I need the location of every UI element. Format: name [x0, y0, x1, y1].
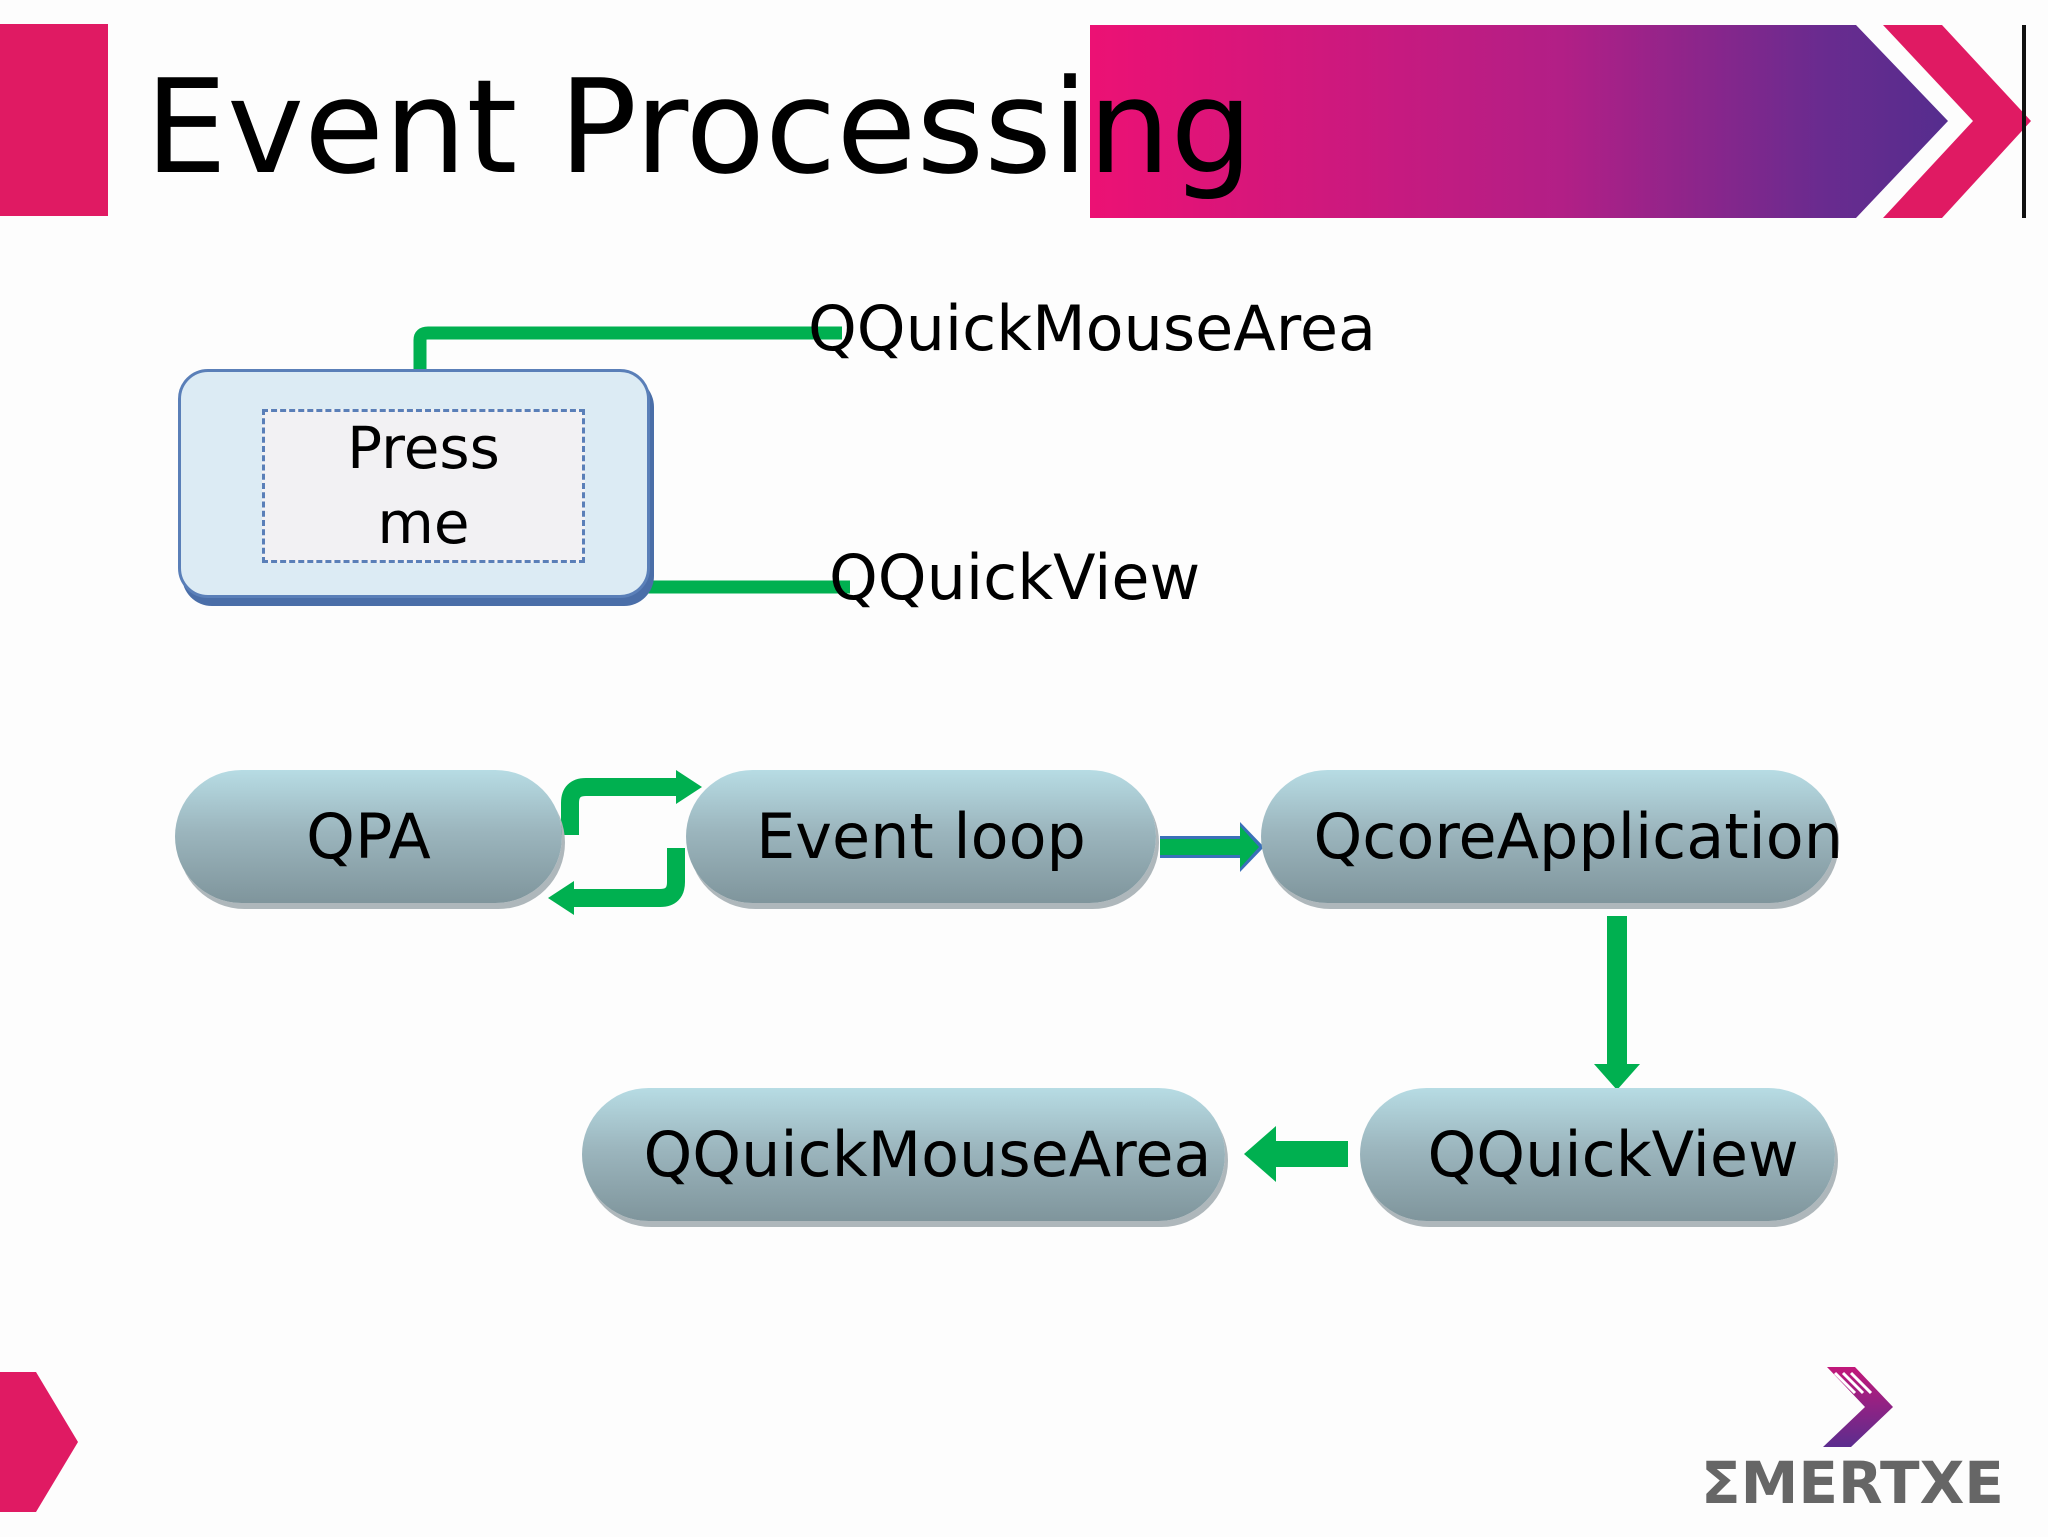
callout-mouse-area: QQuickMouseArea: [808, 292, 1376, 365]
node-quick-mouse-area-label: QQuickMouseArea: [643, 1117, 1212, 1191]
node-event-loop-label: Event loop: [756, 799, 1086, 873]
slide-title: Event Processing: [145, 51, 1253, 203]
node-quick-view: QQuickView: [1360, 1088, 1835, 1221]
arrow-core-to-view: [1594, 916, 1640, 1090]
node-event-loop: Event loop: [686, 770, 1156, 903]
node-qpa: QPA: [175, 770, 562, 903]
callout-quick-view: QQuickView: [829, 541, 1201, 614]
node-qpa-label: QPA: [306, 799, 431, 873]
left-accent-bar: [0, 24, 108, 216]
node-quick-view-label: QQuickView: [1427, 1117, 1799, 1191]
bottom-chevron-decoration: [0, 1372, 78, 1512]
press-me-button: Press me: [262, 409, 585, 563]
logo-wordmark: ΣMERTXE: [1701, 1449, 2004, 1510]
press-me-label: Press me: [347, 413, 500, 557]
node-quick-mouse-area: QQuickMouseArea: [582, 1088, 1225, 1221]
emertxe-logo: ΣMERTXE: [1701, 1367, 2004, 1510]
cycle-arrows: [548, 770, 702, 915]
node-core-application-label: QcoreApplication: [1313, 799, 1844, 873]
node-core-application: QcoreApplication: [1261, 770, 1844, 903]
title-banner: [1090, 25, 2031, 218]
arrow-loop-to-core: [1160, 822, 1264, 872]
arrow-view-to-mouse: [1244, 1126, 1348, 1182]
